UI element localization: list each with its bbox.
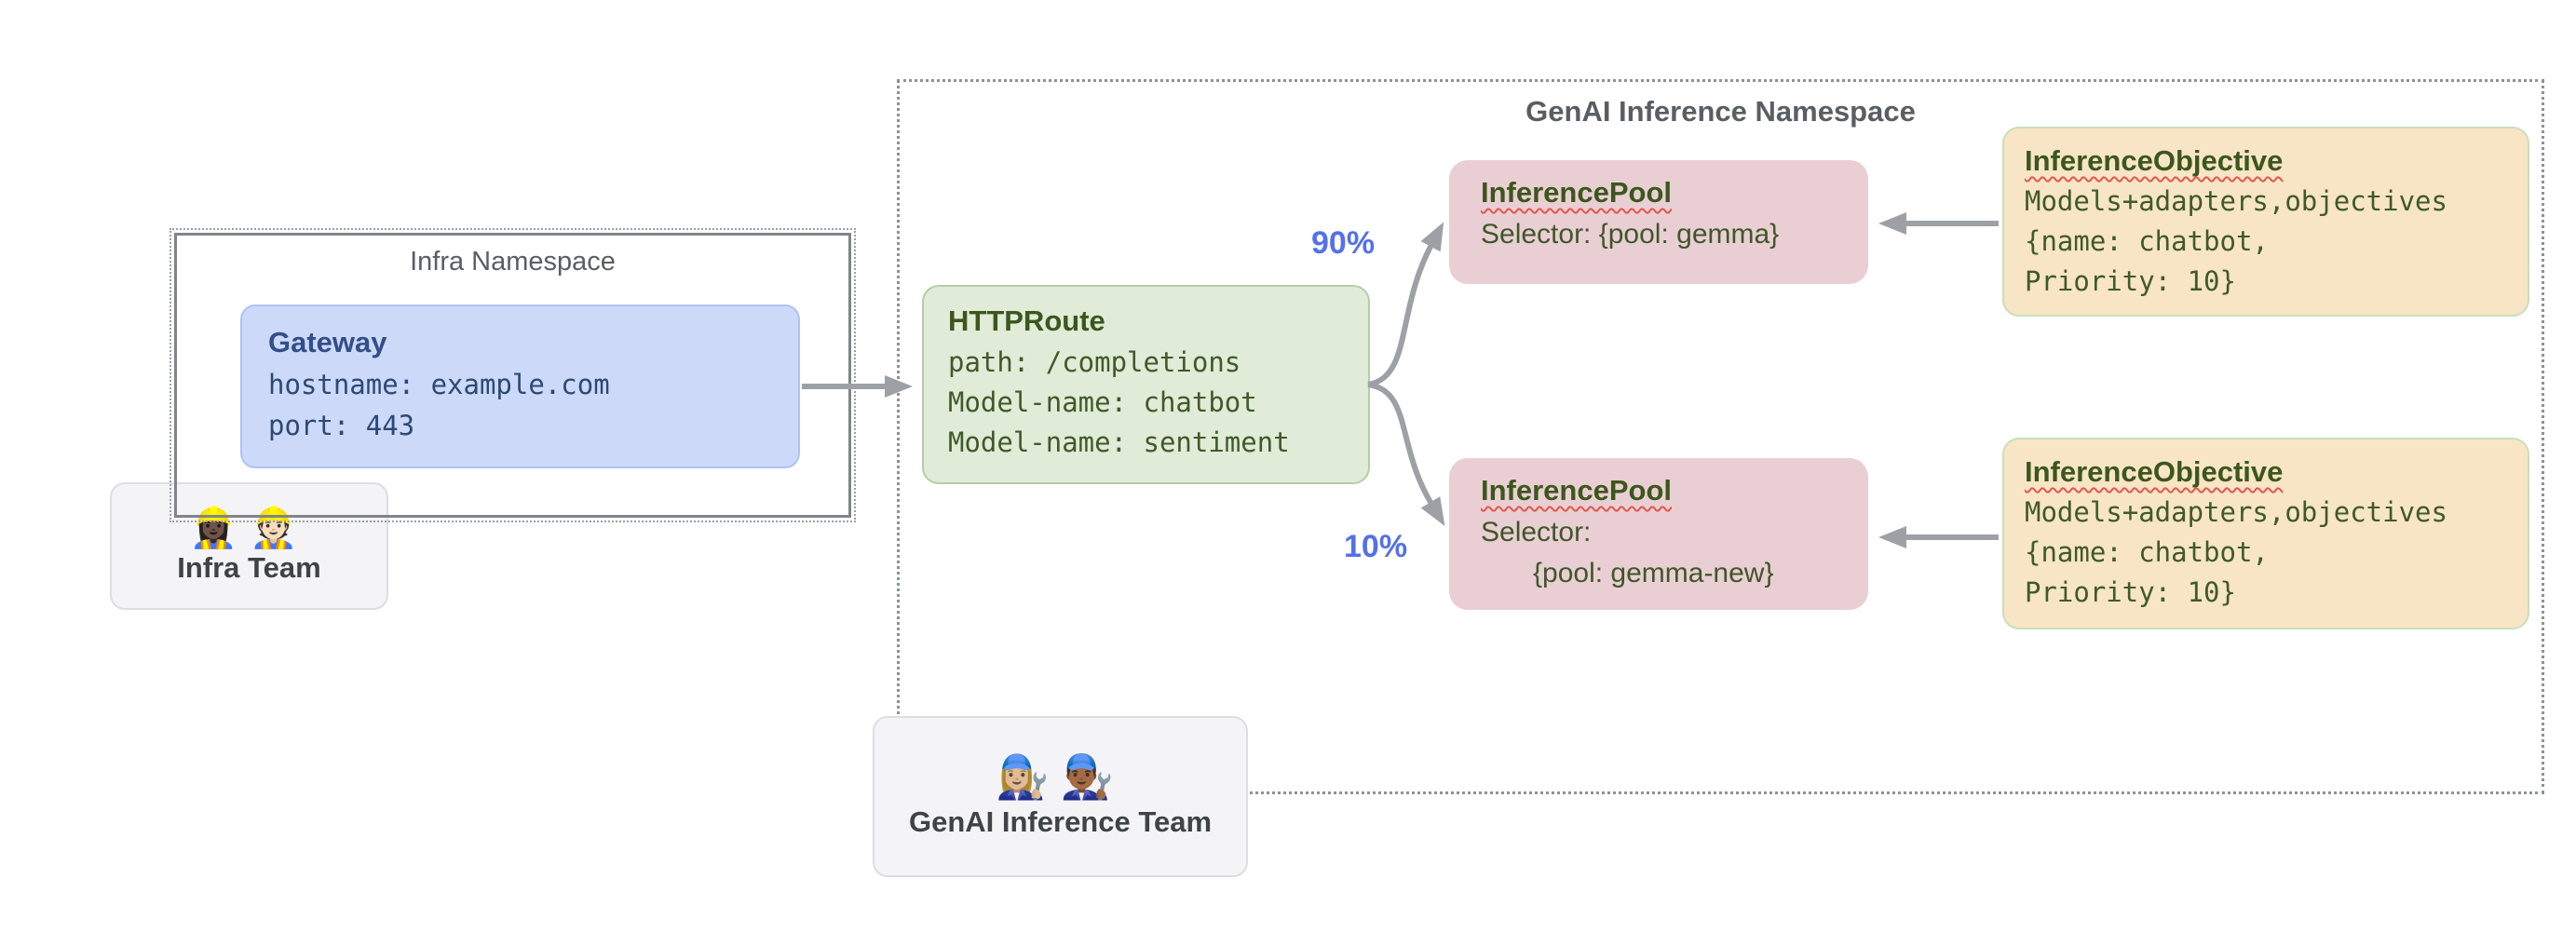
inference-pool-gemma-new-selector-value: {pool: gemma-new} [1533, 558, 1774, 588]
infra-team-label: Infra Team [177, 550, 321, 584]
inference-pool-gemma-new-title: InferencePool [1481, 474, 1672, 507]
inference-pool-gemma-title: InferencePool [1481, 176, 1672, 209]
genai-inference-team-card: 👩🏼‍🔧👨🏾‍🔧 GenAI Inference Team [873, 716, 1248, 877]
infra-team-card: 👷🏿‍♀️👷🏻 Infra Team [110, 482, 388, 610]
genai-team-label: GenAI Inference Team [908, 805, 1213, 838]
inference-objective-top-line-1: Models+adapters,objectives [2025, 185, 2447, 217]
infra-namespace-title: Infra Namespace [410, 247, 616, 277]
inference-objective-top-title: InferenceObjective [2025, 144, 2284, 177]
man-construction-worker-icon: 👷🏻 [249, 505, 309, 549]
gateway-title: Gateway [268, 326, 387, 358]
inference-objective-top-node: InferenceObjective Models+adapters,objec… [2002, 127, 2529, 317]
genai-inference-namespace-title: GenAI Inference Namespace [1525, 95, 1916, 128]
inference-objective-bottom-line-3: Priority: 10} [2025, 576, 2236, 608]
genai-inference-namespace-boundary: GenAI Inference Namespace [897, 79, 2544, 794]
httproute-model-chatbot: Model-name: chatbot [948, 386, 1257, 418]
httproute-path: path: /completions [948, 346, 1241, 378]
httproute-node: HTTPRoute path: /completions Model-name:… [922, 285, 1370, 484]
inference-pool-gemma-new-selector: Selector: [1481, 517, 1592, 548]
inference-pool-gemma-node: InferencePool Selector: {pool: gemma} [1449, 160, 1868, 284]
genai-team-icons: 👩🏼‍🔧👨🏾‍🔧 [996, 755, 1125, 798]
woman-construction-worker-icon: 👷🏿‍♀️ [189, 505, 250, 549]
inference-pool-gemma-selector: Selector: {pool: gemma} [1481, 219, 1780, 250]
infra-team-icons: 👷🏿‍♀️👷🏻 [189, 505, 309, 549]
inference-objective-bottom-line-2: {name: chatbot, [2025, 536, 2269, 568]
inference-pool-gemma-new-node: InferencePool Selector: {pool: gemma-new… [1449, 458, 1868, 610]
inference-objective-bottom-node: InferenceObjective Models+adapters,objec… [2002, 438, 2529, 629]
woman-mechanic-icon: 👩🏼‍🔧 [996, 751, 1061, 801]
httproute-title: HTTPRoute [948, 304, 1105, 337]
gateway-hostname: hostname: example.com [268, 369, 610, 400]
inference-objective-top-line-2: {name: chatbot, [2025, 225, 2269, 257]
inference-objective-bottom-line-1: Models+adapters,objectives [2025, 496, 2447, 528]
inference-objective-bottom-title: InferenceObjective [2025, 455, 2284, 488]
man-mechanic-icon: 👨🏾‍🔧 [1060, 751, 1125, 801]
gateway-port: port: 443 [268, 410, 415, 441]
inference-objective-top-line-3: Priority: 10} [2025, 265, 2236, 297]
gateway-node: Gateway hostname: example.com port: 443 [240, 304, 800, 468]
httproute-model-sentiment: Model-name: sentiment [948, 426, 1290, 458]
